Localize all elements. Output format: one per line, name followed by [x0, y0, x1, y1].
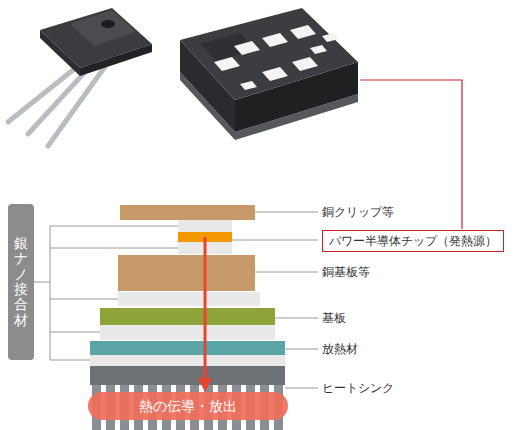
- heat-arrow-head: [198, 378, 212, 392]
- node-text: パワー半導体チップ（発熱源）: [329, 234, 497, 248]
- joint-material-box: 銀ナノ接合材: [8, 204, 34, 360]
- part-label: 銅基板等: [322, 265, 370, 279]
- heat-flow-band: 熱の伝導・放出: [88, 392, 288, 420]
- heat-arrow-shaft: [204, 237, 207, 380]
- node-text: 熱の伝導・放出: [139, 398, 237, 415]
- part-label: 放熱材: [322, 342, 358, 356]
- part-label: 基板: [322, 311, 346, 325]
- leader-lines: [232, 212, 318, 388]
- chip-label-box: パワー半導体チップ（発熱源）: [322, 230, 504, 252]
- part-label: 銅クリップ等: [322, 205, 394, 219]
- joint-bracket: [34, 226, 178, 360]
- node-text: 銀ナノ接合材: [14, 236, 28, 328]
- part-label: ヒートシンク: [322, 381, 394, 395]
- power-module: [180, 8, 358, 140]
- discrete-package: [8, 8, 152, 146]
